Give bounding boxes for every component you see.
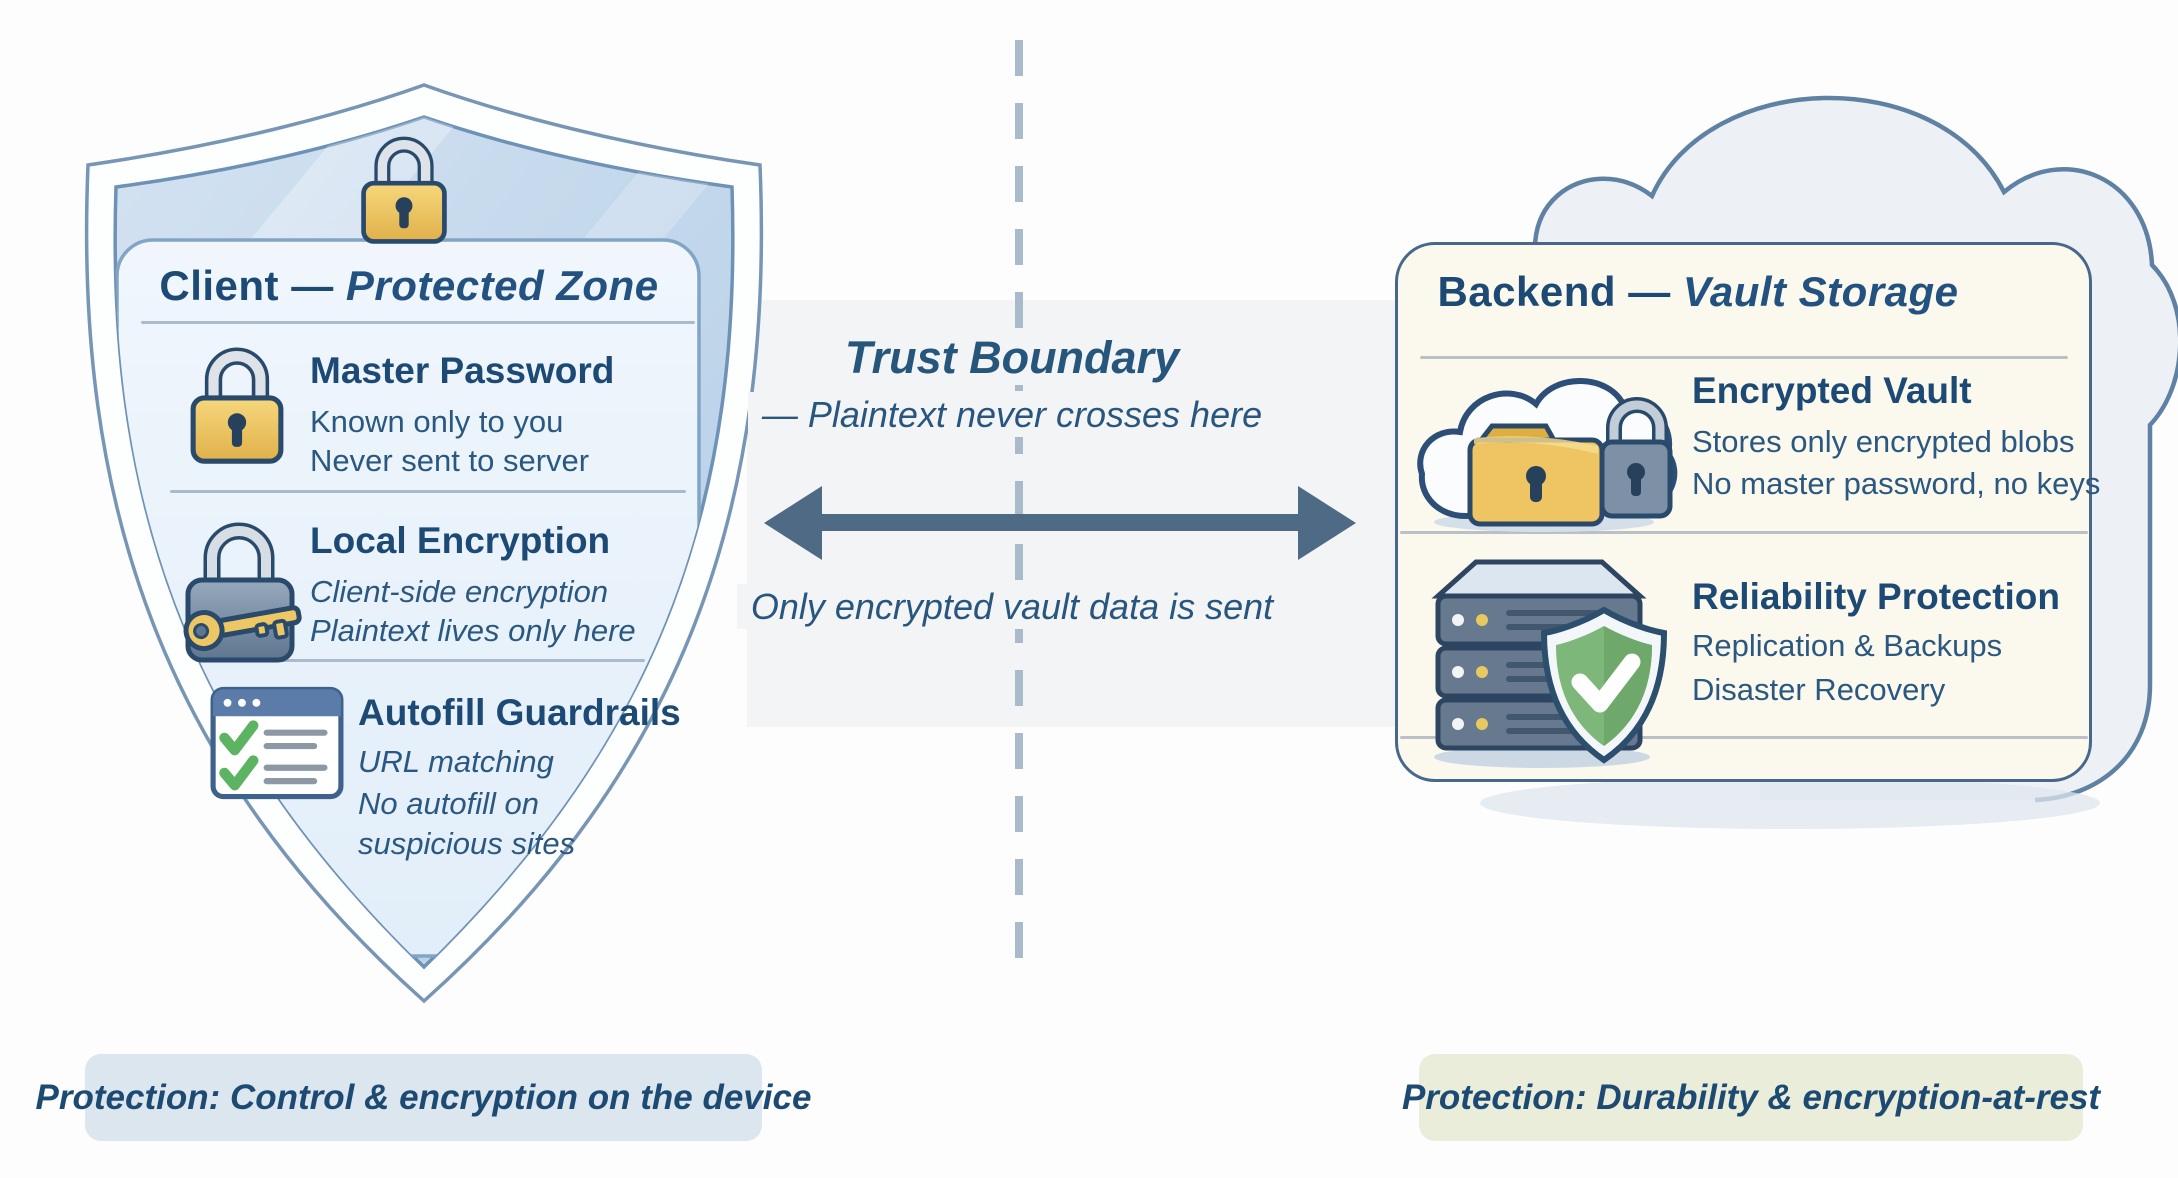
client-divider-3	[218, 659, 645, 662]
client-title-sep: —	[291, 262, 334, 309]
client-section-line: No autofill on	[358, 786, 539, 821]
backend-title-sep: —	[1628, 268, 1671, 315]
client-section-line: Never sent to server	[310, 443, 590, 478]
backend-protection-badge: Protection: Durability & encryption-at-r…	[1402, 1054, 2100, 1141]
backend-title: Backend — Vault Storage	[1408, 268, 1988, 316]
client-title-main: Client	[159, 262, 280, 309]
client-section-line: Known only to you	[310, 404, 564, 439]
backend-section-line: Replication & Backups	[1692, 628, 2003, 663]
backend-divider-2	[1400, 531, 2088, 534]
client-section-title: Master Password	[310, 350, 615, 391]
client-section-title: Local Encryption	[310, 520, 611, 561]
client-title-em: Protected Zone	[345, 262, 659, 309]
trust-boundary-title-text: Trust Boundary	[830, 330, 1194, 385]
arrow-caption: Only encrypted vault data is sent	[712, 584, 1312, 629]
backend-title-em: Vault Storage	[1682, 268, 1959, 315]
green-check-shield-icon	[1540, 606, 1668, 764]
backend-protection-badge-text: Protection: Durability & encryption-at-r…	[1401, 1077, 2101, 1117]
dashed-boundary-line	[1015, 40, 1023, 962]
backend-section-line: Disaster Recovery	[1692, 672, 1946, 707]
client-section-line: Client-side encryption	[310, 574, 609, 609]
backend-section-line: No master password, no keys	[1692, 466, 2101, 501]
backend-section-title: Encrypted Vault	[1692, 370, 1972, 411]
client-title: Client — Protected Zone	[117, 262, 701, 310]
trust-boundary-subtitle-text: — Plaintext never crosses here	[747, 392, 1277, 437]
backend-divider-1	[1420, 356, 2068, 359]
client-protection-badge: Protection: Control & encryption on the …	[36, 1054, 811, 1141]
backend-divider-3	[1400, 736, 2088, 739]
backend-title-main: Backend	[1437, 268, 1617, 315]
client-section-line: suspicious sites	[358, 826, 576, 861]
client-section-line: Plaintext lives only here	[310, 613, 636, 648]
client-divider-1	[141, 321, 695, 324]
padlock-key-icon	[183, 522, 302, 663]
trust-boundary-subtitle: — Plaintext never crosses here	[712, 392, 1312, 437]
client-section-line: URL matching	[358, 744, 554, 779]
gold-padlock-icon	[190, 347, 284, 464]
double-arrow-icon	[764, 486, 1356, 560]
gold-padlock-icon	[361, 136, 447, 244]
backend-section-line: Stores only encrypted blobs	[1692, 424, 2075, 459]
trust-boundary-title: Trust Boundary	[762, 330, 1262, 385]
client-divider-2	[170, 490, 686, 493]
cloud-folder-lock-icon	[1417, 378, 1678, 532]
client-section-title: Autofill Guardrails	[358, 692, 681, 733]
backend-section-title: Reliability Protection	[1692, 576, 2061, 617]
arrow-caption-text: Only encrypted vault data is sent	[736, 584, 1288, 629]
server-stack-shield-icon	[1431, 559, 1668, 768]
checklist-browser-icon	[210, 686, 344, 800]
client-protection-badge-text: Protection: Control & encryption on the …	[35, 1077, 812, 1117]
